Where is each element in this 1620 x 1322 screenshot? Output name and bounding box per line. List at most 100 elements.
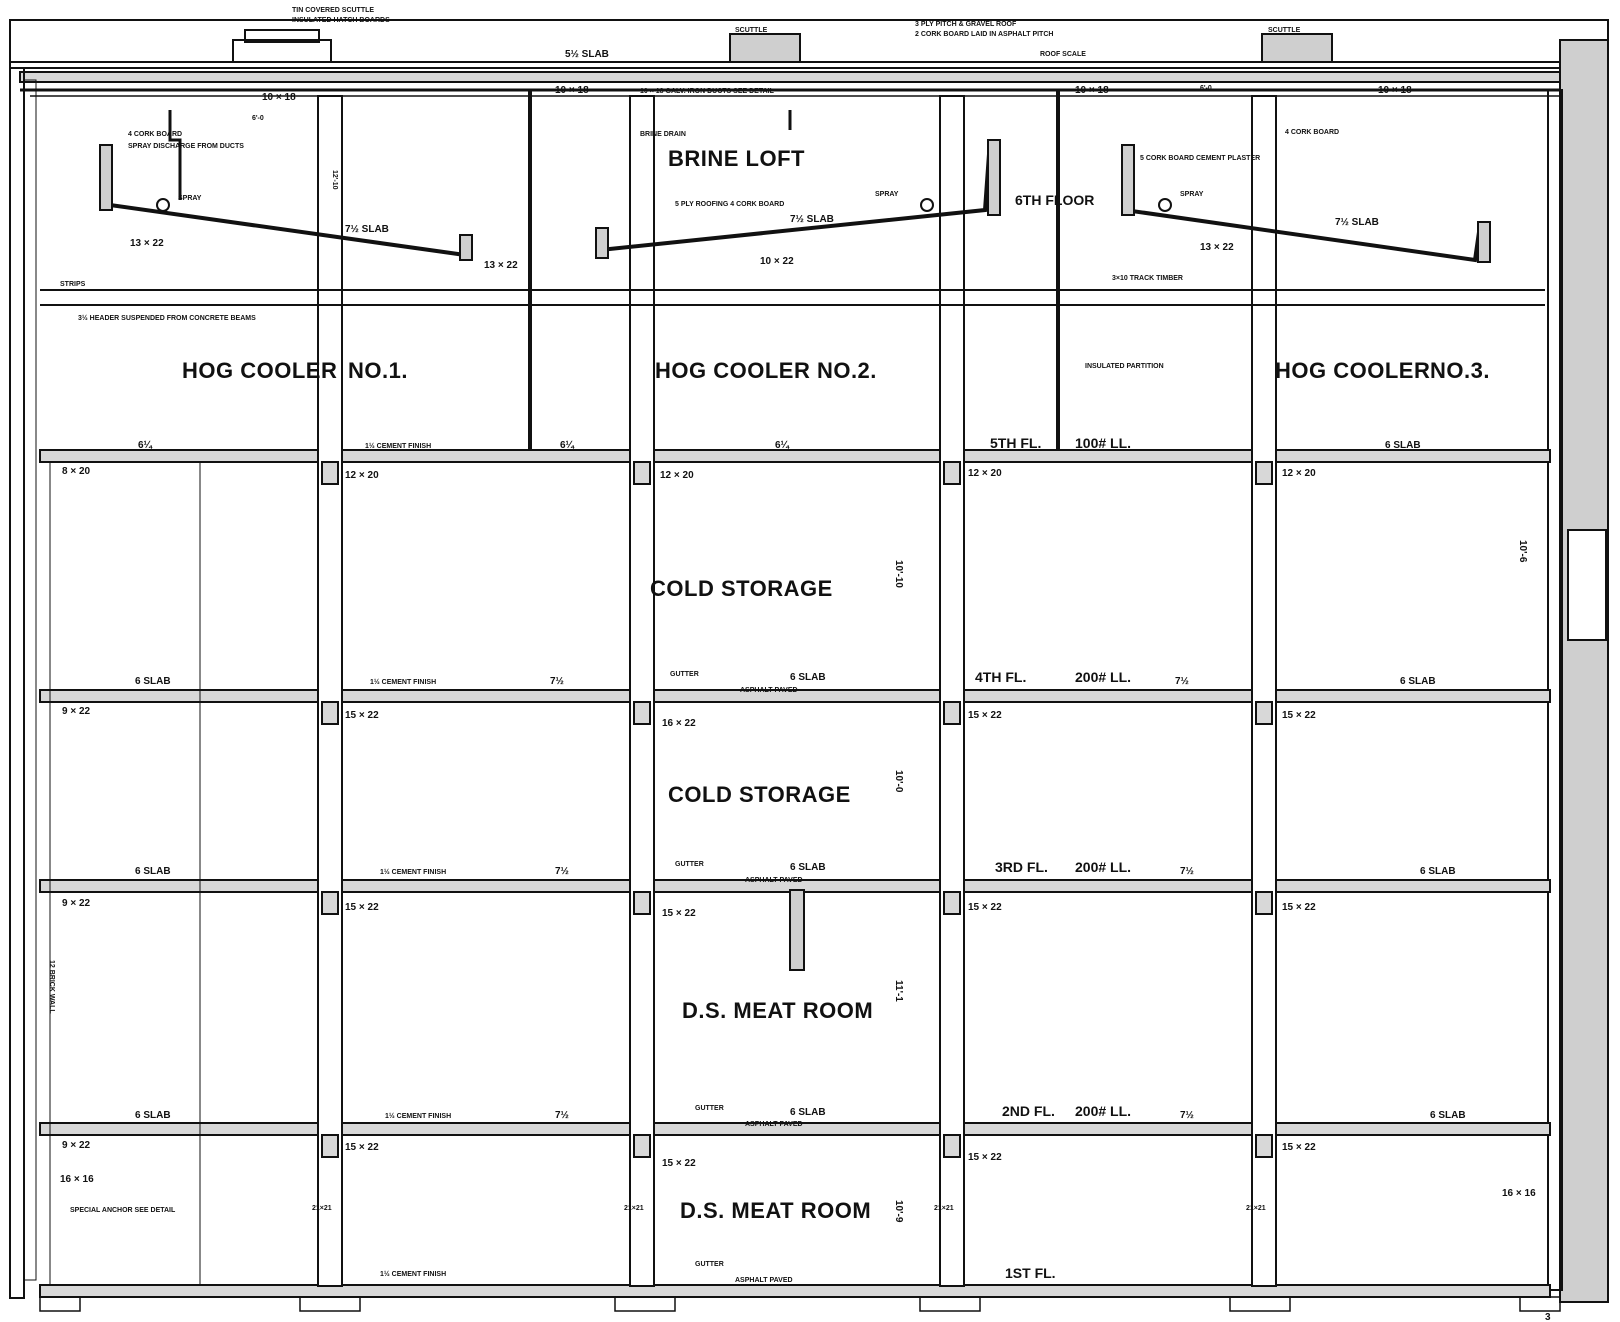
note-slab-4-d: 7½ bbox=[1175, 676, 1189, 687]
note-col-21x21-a: 21×21 bbox=[312, 1205, 332, 1212]
note-slab-3-e: 6 SLAB bbox=[1420, 866, 1456, 877]
room-label-hog-cooler-3: HOG COOLER bbox=[1275, 358, 1430, 383]
note-slab-4-c: 6 SLAB bbox=[790, 672, 826, 683]
dim-h-1010: 10'-10 bbox=[893, 560, 904, 588]
scuttle-mid bbox=[729, 33, 801, 63]
note-duct-2: 10 × 18 bbox=[555, 85, 589, 96]
note-slab-5-b: 6¼ bbox=[560, 440, 575, 451]
note-slab-4-e: 6 SLAB bbox=[1400, 676, 1436, 687]
note-gutter-4: GUTTER bbox=[670, 671, 699, 678]
scuttle-right bbox=[1261, 33, 1333, 63]
note-slab-4-a: 6 SLAB bbox=[135, 676, 171, 687]
note-spray-2: SPRAY bbox=[875, 191, 899, 198]
floor-slabs bbox=[39, 449, 1561, 1312]
note-gutter-2: GUTTER bbox=[695, 1105, 724, 1112]
floor-label-3rd: 3RD FL. bbox=[995, 859, 1048, 875]
floor-load-2nd: 200# LL. bbox=[1075, 1103, 1131, 1119]
note-beam-15x22-j: 15 × 22 bbox=[968, 1152, 1002, 1163]
note-brine-drain: BRINE DRAIN bbox=[640, 131, 686, 138]
slab-4th-floor bbox=[39, 689, 1551, 703]
column-1 bbox=[317, 95, 343, 1287]
note-brick-wall: 12 BRICK WALL bbox=[48, 960, 55, 1014]
room-label-meat-room-1st: D.S. MEAT ROOM bbox=[680, 1198, 871, 1223]
note-duct-detail: 10 × 18 GALV. IRON DUCTS SEE DETAIL bbox=[640, 88, 775, 95]
note-scuttle-right: SCUTTLE bbox=[1268, 27, 1301, 34]
dim-h-1210: 12'-10 bbox=[331, 170, 338, 190]
spray-nozzle-3 bbox=[1158, 198, 1172, 212]
note-beam-8x20: 8 × 20 bbox=[62, 466, 91, 477]
note-beam-15x22-g: 15 × 22 bbox=[1282, 902, 1316, 913]
annotations: TIN COVERED SCUTTLE INSULATED HATCH BOAR… bbox=[60, 7, 1536, 1284]
note-beam-15x22-e: 15 × 22 bbox=[662, 908, 696, 919]
note-slab-2-d: 7½ bbox=[1180, 1110, 1194, 1121]
note-header: 3½ HEADER SUSPENDED FROM CONCRETE BEAMS bbox=[78, 314, 256, 322]
note-asphalt-4: ASPHALT PAVED bbox=[740, 687, 798, 694]
note-hatch-boards: INSULATED HATCH BOARDS bbox=[292, 17, 390, 24]
note-beam-12x20-b: 12 × 20 bbox=[660, 470, 694, 481]
note-beam-15x22-k: 15 × 22 bbox=[1282, 1142, 1316, 1153]
note-beam-9x22-a: 9 × 22 bbox=[62, 706, 91, 717]
room-label-hog-cooler-1-number: NO.1. bbox=[348, 358, 408, 383]
room-label-cold-storage-4th: COLD STORAGE bbox=[650, 576, 833, 601]
note-beam-15x22-i: 15 × 22 bbox=[662, 1158, 696, 1169]
floor-label-5th: 5TH FL. bbox=[990, 435, 1041, 451]
note-cement-finish-3: 1½ CEMENT FINISH bbox=[380, 868, 446, 876]
note-track-timber: 3×10 TRACK TIMBER bbox=[1112, 275, 1183, 282]
floor-label-1st: 1ST FL. bbox=[1005, 1265, 1056, 1281]
floor-label-2nd: 2ND FL. bbox=[1002, 1103, 1055, 1119]
note-col-16x16-right: 16 × 16 bbox=[1502, 1188, 1536, 1199]
note-slab-2-b: 7½ bbox=[555, 1110, 569, 1121]
note-duct-3: 10 × 18 bbox=[1075, 85, 1109, 96]
note-duct-4: 10 × 18 bbox=[1378, 85, 1412, 96]
slab-5th-floor bbox=[39, 449, 1551, 463]
note-asphalt-3: ASPHALT PAVED bbox=[745, 877, 803, 884]
note-slab-2-a: 6 SLAB bbox=[135, 1110, 171, 1121]
note-beam-15x22-c: 15 × 22 bbox=[1282, 710, 1316, 721]
note-slab-3-d: 7½ bbox=[1180, 866, 1194, 877]
note-beam-12x20-d: 12 × 20 bbox=[1282, 468, 1316, 479]
note-slab-3-c: 6 SLAB bbox=[790, 862, 826, 873]
note-roof-slab: 5½ SLAB bbox=[565, 49, 609, 60]
note-col-21x21-c: 21×21 bbox=[934, 1205, 954, 1212]
note-cement-finish-1: 1½ CEMENT FINISH bbox=[380, 1270, 446, 1278]
note-beam-10x22: 10 × 22 bbox=[760, 256, 794, 267]
spray-nozzle-1 bbox=[156, 198, 170, 212]
note-slab-3-b: 7½ bbox=[555, 866, 569, 877]
dim-h-111: 11'-1 bbox=[893, 980, 904, 1002]
note-spray-1: SPRAY bbox=[178, 195, 202, 202]
note-tin-scuttle: TIN COVERED SCUTTLE bbox=[292, 7, 374, 14]
note-duct-1: 10 × 18 bbox=[262, 92, 296, 103]
note-beam-15x22-h: 15 × 22 bbox=[345, 1142, 379, 1153]
scuttle-left bbox=[232, 39, 332, 63]
roof-structure bbox=[9, 19, 1609, 97]
note-col-21x21-d: 21×21 bbox=[1246, 1205, 1266, 1212]
note-h-60-left: 6'-0 bbox=[252, 115, 264, 122]
note-cork-board-4: 4 CORK BOARD bbox=[128, 131, 182, 138]
floor-label-6th: 6TH FLOOR bbox=[1015, 192, 1094, 208]
note-beam-13x22: 13 × 22 bbox=[130, 238, 164, 249]
room-label-brine-loft: BRINE LOFT bbox=[668, 146, 805, 171]
right-brick-wall bbox=[1559, 39, 1609, 1303]
brine-loft-floor bbox=[40, 110, 1545, 971]
note-spray-3: SPRAY bbox=[1180, 191, 1204, 198]
note-insulated-partition: INSULATED PARTITION bbox=[1085, 363, 1164, 370]
room-label-hog-cooler-1: HOG COOLER bbox=[182, 358, 337, 383]
room-label-meat-room-2nd: D.S. MEAT ROOM bbox=[682, 998, 873, 1023]
floor-level-labels: 6TH FLOOR 5TH FL. 100# LL. 4TH FL. 200# … bbox=[975, 192, 1131, 1281]
note-beam-12x20-a: 12 × 20 bbox=[345, 470, 379, 481]
note-spray-discharge: SPRAY DISCHARGE FROM DUCTS bbox=[128, 143, 244, 150]
slab-1st-floor bbox=[39, 1284, 1551, 1298]
note-slab-5-a: 6¼ bbox=[138, 440, 153, 451]
floor-load-3rd: 200# LL. bbox=[1075, 859, 1131, 875]
note-ply-roofing: 5 PLY ROOFING 4 CORK BOARD bbox=[675, 201, 784, 208]
note-beam-9x22-b: 9 × 22 bbox=[62, 898, 91, 909]
note-col-21x21-b: 21×21 bbox=[624, 1205, 644, 1212]
column-4 bbox=[1251, 95, 1277, 1287]
room-label-cold-storage-3rd: COLD STORAGE bbox=[668, 782, 851, 807]
column-2 bbox=[629, 95, 655, 1287]
room-label-hog-cooler-3-number: NO.3. bbox=[1430, 358, 1490, 383]
column-3 bbox=[939, 95, 965, 1287]
page-mark: 3 bbox=[1545, 1312, 1551, 1322]
note-beam-15x22-b: 15 × 22 bbox=[968, 710, 1002, 721]
